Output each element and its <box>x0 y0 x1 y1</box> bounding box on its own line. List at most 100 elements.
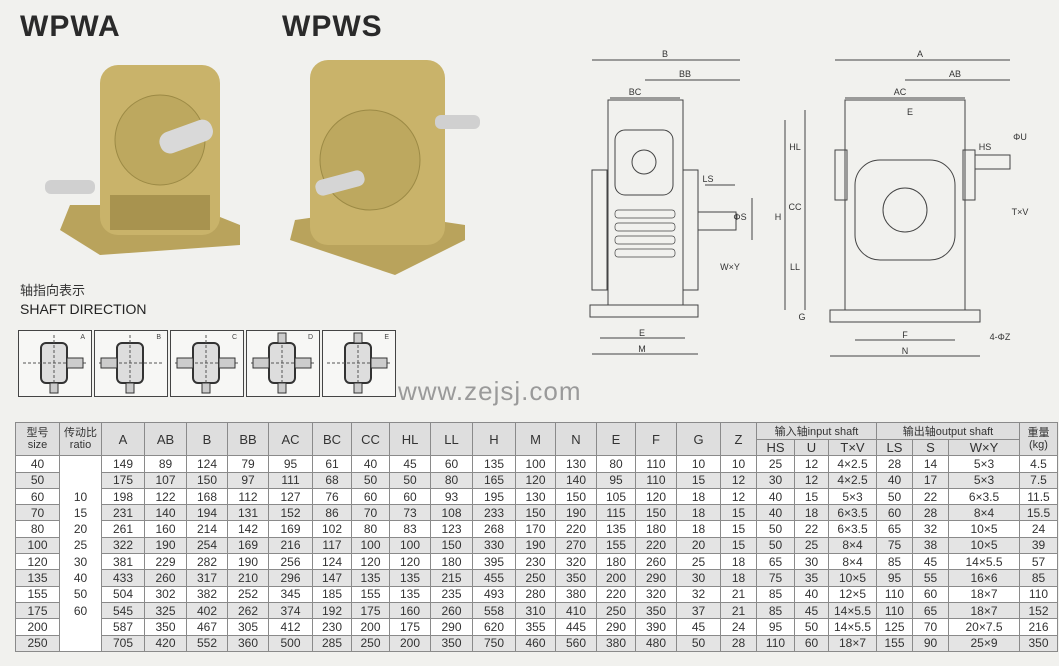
value-cell: 16×6 <box>948 569 1020 587</box>
dimension-label: 4-ΦZ <box>990 332 1011 342</box>
dimension-label: B <box>662 49 668 59</box>
value-cell: 22 <box>912 487 949 506</box>
shaft-direction-title-cn: 轴指向表示 <box>20 283 86 298</box>
value-cell: 360 <box>227 634 269 652</box>
value-cell: 194 <box>186 504 228 522</box>
column-header: S <box>912 438 949 457</box>
value-cell: 260 <box>635 553 677 571</box>
column-header: W×Y <box>948 438 1020 457</box>
value-cell: 18×7 <box>828 634 877 652</box>
value-cell: 83 <box>389 520 431 538</box>
value-cell: 20×7.5 <box>948 618 1020 636</box>
value-cell: 150 <box>515 504 556 522</box>
value-cell: 86 <box>312 504 352 522</box>
ratio-cell <box>59 455 102 473</box>
value-cell: 50 <box>351 471 390 489</box>
value-cell: 350 <box>144 618 187 636</box>
value-cell: 102 <box>312 520 352 538</box>
value-cell: 12 <box>794 471 829 489</box>
value-cell: 50 <box>676 634 721 652</box>
header-en: size <box>27 439 48 452</box>
value-cell: 105 <box>596 487 636 506</box>
value-cell: 40 <box>756 487 795 506</box>
value-cell: 85 <box>756 601 795 620</box>
value-cell: 30 <box>676 569 721 587</box>
value-cell: 345 <box>268 585 313 603</box>
value-cell: 45 <box>676 618 721 636</box>
value-cell: 410 <box>555 601 597 620</box>
value-cell: 21 <box>720 601 757 620</box>
value-cell: 18 <box>794 504 829 522</box>
column-header: N <box>555 421 597 457</box>
value-cell: 235 <box>430 585 473 603</box>
value-cell: 14×5.5 <box>828 618 877 636</box>
value-cell: 32 <box>676 585 721 603</box>
value-cell: 216 <box>1019 618 1058 636</box>
value-cell: 100 <box>351 536 390 555</box>
column-header: U <box>794 438 829 457</box>
value-cell: 175 <box>351 601 390 620</box>
ratio-cell: 50 <box>59 586 102 603</box>
dimension-label: F <box>902 330 908 340</box>
value-cell: 455 <box>472 569 516 587</box>
value-cell: 12 <box>794 455 829 473</box>
value-cell: 322 <box>101 536 145 555</box>
value-cell: 190 <box>515 536 556 555</box>
side-view-drawing <box>589 59 753 355</box>
value-cell: 135 <box>596 520 636 538</box>
value-cell: 25×9 <box>948 634 1020 652</box>
value-cell: 95 <box>268 455 313 473</box>
value-cell: 230 <box>515 553 556 571</box>
value-cell: 45 <box>912 553 949 571</box>
value-cell: 150 <box>635 504 677 522</box>
value-cell: 198 <box>101 487 145 506</box>
dimension-label: BB <box>679 69 691 79</box>
value-cell: 5×3 <box>948 471 1020 489</box>
value-cell: 268 <box>472 520 516 538</box>
value-cell: 108 <box>430 504 473 522</box>
value-cell: 18×7 <box>948 585 1020 603</box>
shaft-direction-c: C <box>170 330 244 397</box>
value-cell: 28 <box>912 504 949 522</box>
value-cell: 110 <box>876 601 913 620</box>
value-cell: 60 <box>876 504 913 522</box>
column-header: AC <box>268 421 313 457</box>
dimension-label: ΦS <box>733 212 746 222</box>
value-cell: 215 <box>430 569 473 587</box>
value-cell: 15 <box>720 536 757 555</box>
value-cell: 558 <box>472 601 516 620</box>
value-cell: 382 <box>186 585 228 603</box>
column-header: 重量(kg) <box>1019 421 1058 457</box>
value-cell: 350 <box>555 569 597 587</box>
column-header: M <box>515 421 556 457</box>
value-cell: 380 <box>555 585 597 603</box>
value-cell: 185 <box>312 585 352 603</box>
value-cell: 50 <box>794 618 829 636</box>
ratio-cell: 15 <box>59 504 102 521</box>
value-cell: 111 <box>268 471 313 489</box>
value-cell: 149 <box>101 455 145 473</box>
column-header: E <box>596 421 636 457</box>
ratio-cell: 20 <box>59 520 102 538</box>
value-cell: 15 <box>676 471 721 489</box>
value-cell: 131 <box>227 504 269 522</box>
size-cell: 50 <box>15 471 60 489</box>
column-header: T×V <box>828 438 877 457</box>
value-cell: 115 <box>596 504 636 522</box>
value-cell: 210 <box>227 569 269 587</box>
dimension-label: CC <box>789 202 802 212</box>
value-cell: 18 <box>676 504 721 522</box>
value-cell: 460 <box>515 634 556 652</box>
value-cell: 4×2.5 <box>828 455 877 473</box>
value-cell: 40 <box>756 504 795 522</box>
value-cell: 60 <box>912 585 949 603</box>
value-cell: 350 <box>635 601 677 620</box>
value-cell: 38 <box>912 536 949 555</box>
value-cell: 14×5.5 <box>948 553 1020 571</box>
value-cell: 195 <box>472 487 516 506</box>
dimension-label: W×Y <box>720 262 740 272</box>
shaft-direction-e: E <box>322 330 396 397</box>
